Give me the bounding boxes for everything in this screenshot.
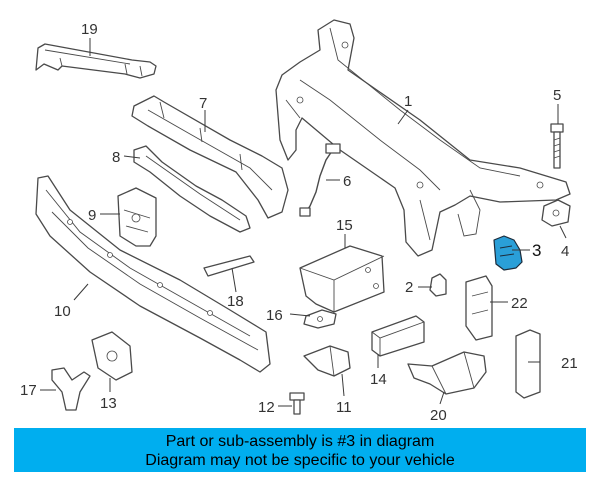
callout-7: 7: [199, 95, 207, 112]
part-11-bracket[interactable]: [303, 345, 351, 377]
callout-22: 22: [511, 295, 528, 312]
part-7-reinforcement[interactable]: [131, 95, 289, 219]
part-12-bolt[interactable]: [289, 392, 305, 415]
banner-line-2: Diagram may not be specific to your vehi…: [145, 452, 455, 469]
part-21-pad[interactable]: [515, 329, 541, 399]
callout-12: 12: [258, 399, 275, 416]
callout-20: 20: [430, 407, 447, 424]
info-banner: Part or sub-assembly is #3 in diagram Di…: [14, 428, 586, 472]
part-18-strip[interactable]: [203, 255, 255, 277]
callout-18: 18: [227, 293, 244, 310]
callout-21: 21: [561, 355, 578, 372]
part-8-bracket[interactable]: [133, 145, 251, 233]
part-2-clip[interactable]: [429, 273, 447, 297]
callout-9: 9: [88, 207, 96, 224]
part-3-bracket-highlighted[interactable]: [493, 235, 523, 271]
callout-8: 8: [112, 149, 120, 166]
callout-15: 15: [336, 217, 353, 234]
callout-17: 17: [20, 382, 37, 399]
callout-labels: 19 1 5 7 8 6 9 3 4 15 10 18 2 22 16 14 2…: [20, 21, 578, 424]
banner-line-1: Part or sub-assembly is #3 in diagram: [165, 433, 435, 450]
leader-lines: [40, 38, 567, 407]
parts-diagram: 19 1 5 7 8 6 9 3 4 15 10 18 2 22 16 14 2…: [20, 19, 578, 424]
callout-14: 14: [370, 371, 387, 388]
callout-11: 11: [336, 399, 352, 416]
part-9-bracket[interactable]: [117, 187, 157, 247]
part-20-brace[interactable]: [407, 351, 487, 395]
callout-16: 16: [266, 307, 283, 324]
part-15-absorber[interactable]: [299, 245, 385, 313]
part-13-bracket[interactable]: [91, 331, 133, 381]
part-4-mount[interactable]: [541, 199, 571, 227]
callout-4: 4: [561, 243, 569, 260]
callout-5: 5: [553, 87, 561, 104]
callout-1: 1: [404, 93, 412, 110]
callout-6: 6: [343, 173, 351, 190]
part-19-air-guide[interactable]: [35, 43, 157, 79]
part-10-bumper-beam[interactable]: [35, 175, 271, 373]
part-1-radiator-support[interactable]: [275, 19, 571, 257]
part-17-bracket[interactable]: [51, 367, 91, 411]
callout-2: 2: [405, 279, 413, 296]
part-16-bracket[interactable]: [303, 309, 337, 329]
part-14-block[interactable]: [371, 315, 425, 357]
callout-19: 19: [81, 21, 98, 38]
callout-10: 10: [54, 303, 71, 320]
part-6-harness[interactable]: [299, 143, 341, 217]
callout-13: 13: [100, 395, 117, 412]
part-22-bracket[interactable]: [465, 275, 493, 341]
callout-3: 3: [532, 241, 541, 260]
part-5-bolt[interactable]: [550, 123, 564, 169]
